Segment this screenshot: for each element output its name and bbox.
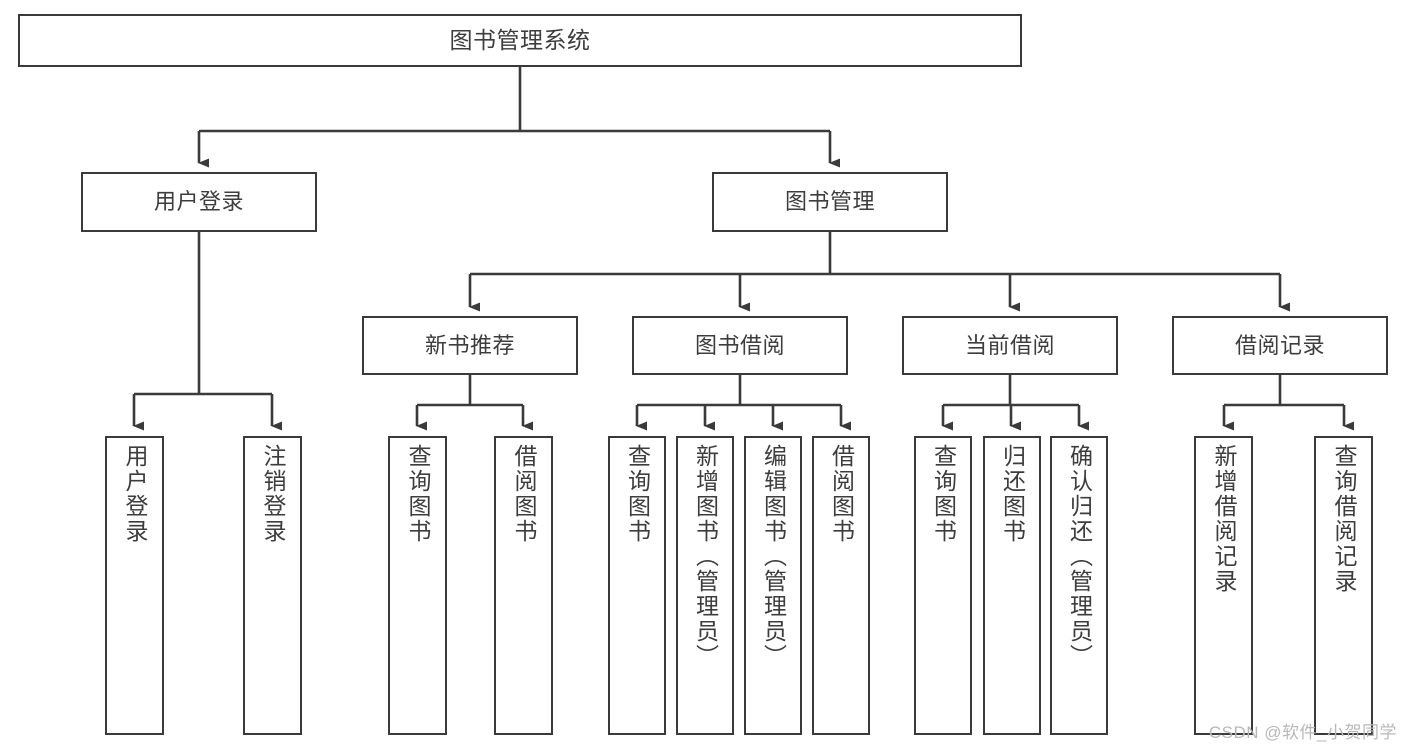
leaf-recommend-borrow-book[interactable]: 借阅图书 xyxy=(494,436,553,735)
node-label: 查询图书 xyxy=(930,444,957,544)
node-label: 编辑图书（管理员） xyxy=(760,444,787,669)
node-label: 当前借阅 xyxy=(964,332,1055,358)
leaf-current-return-book[interactable]: 归还图书 xyxy=(983,436,1041,735)
node-label: 借阅图书 xyxy=(511,444,537,544)
node-label: 新增图书（管理员） xyxy=(692,444,719,669)
node-label: 借阅图书 xyxy=(828,444,855,544)
node-label: 借阅记录 xyxy=(1234,332,1325,358)
node-label: 归还图书 xyxy=(999,444,1026,544)
leaf-current-query-book[interactable]: 查询图书 xyxy=(914,436,972,735)
node-label: 新增借阅记录 xyxy=(1211,444,1237,594)
leaf-borrow-edit-book-admin[interactable]: 编辑图书（管理员） xyxy=(744,436,802,735)
node-current-borrow[interactable]: 当前借阅 xyxy=(902,316,1118,375)
leaf-user-login-signout[interactable]: 注销登录 xyxy=(243,436,302,735)
node-book-management[interactable]: 图书管理 xyxy=(712,172,948,232)
leaf-current-confirm-return-admin[interactable]: 确认归还（管理员） xyxy=(1050,436,1108,735)
node-label: 图书管理 xyxy=(784,189,875,215)
node-label: 图书管理系统 xyxy=(449,26,591,53)
node-label: 查询图书 xyxy=(405,444,431,544)
node-label: 查询图书 xyxy=(624,444,651,544)
node-label: 用户登录 xyxy=(153,189,244,215)
node-label: 注销登录 xyxy=(260,444,286,544)
node-label: 查询借阅记录 xyxy=(1331,444,1357,594)
watermark-text: CSDN @软件_小贺同学 xyxy=(1208,723,1397,742)
leaf-borrow-add-book-admin[interactable]: 新增图书（管理员） xyxy=(676,436,734,735)
node-borrow-record[interactable]: 借阅记录 xyxy=(1172,316,1388,375)
node-book-borrow[interactable]: 图书借阅 xyxy=(632,316,848,375)
leaf-record-add-record[interactable]: 新增借阅记录 xyxy=(1194,436,1253,735)
leaf-recommend-query-book[interactable]: 查询图书 xyxy=(388,436,447,735)
node-label: 图书借阅 xyxy=(694,332,785,358)
leaf-borrow-borrow-book[interactable]: 借阅图书 xyxy=(812,436,870,735)
node-user-login[interactable]: 用户登录 xyxy=(81,172,317,232)
node-label: 确认归还（管理员） xyxy=(1066,444,1093,669)
leaf-user-login-signin[interactable]: 用户登录 xyxy=(105,436,164,735)
leaf-borrow-query-book[interactable]: 查询图书 xyxy=(608,436,666,735)
node-new-book-recommend[interactable]: 新书推荐 xyxy=(362,316,578,375)
node-root-system[interactable]: 图书管理系统 xyxy=(18,14,1022,67)
node-label: 新书推荐 xyxy=(424,332,515,358)
node-label: 用户登录 xyxy=(122,444,148,544)
leaf-record-query-record[interactable]: 查询借阅记录 xyxy=(1314,436,1373,735)
